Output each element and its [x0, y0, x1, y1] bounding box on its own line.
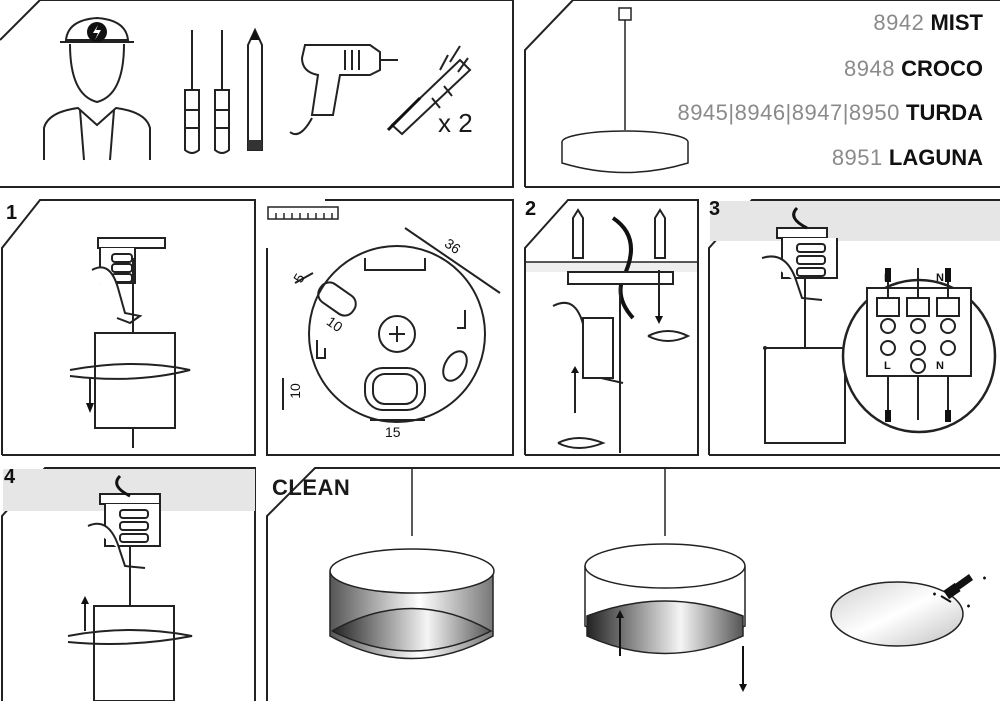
screwdriver-icon	[184, 27, 263, 154]
step-number: 4	[4, 466, 16, 488]
tools-panel: x 2	[0, 0, 515, 190]
drill-icon	[289, 44, 398, 136]
model-row-turda: 8945|8946|8947|8950 TURDA	[677, 100, 983, 125]
quantity-label: x 2	[438, 108, 473, 138]
terminal-label-neutral-top: N	[936, 272, 944, 284]
pendant-lamp-illustration	[561, 7, 689, 174]
step-number: 1	[6, 202, 18, 224]
step-number: 2	[525, 198, 537, 220]
clean-title: CLEAN	[272, 475, 351, 500]
step-1-panel: 1	[0, 198, 257, 458]
dimension-15: 15	[385, 424, 401, 440]
terminal-label-live-top: L	[884, 272, 891, 284]
terminal-label-neutral-bottom: N	[936, 360, 944, 372]
dimension-10-height: 10	[286, 383, 303, 399]
clean-panel	[265, 466, 1000, 701]
bracket-dimension-panel: 36 5 10 10 15	[265, 198, 515, 458]
step-4-panel: 4	[0, 466, 257, 701]
diffuser-disc	[830, 581, 964, 647]
ruler-icon	[267, 206, 339, 220]
step-2-panel: 2	[523, 198, 700, 458]
cleaning-brush-icon	[933, 574, 986, 608]
model-row-laguna: 8951 LAGUNA	[831, 145, 983, 170]
model-row-croco: 8948 CROCO	[844, 56, 983, 81]
wall-plug-icon	[386, 45, 472, 136]
step-number: 3	[709, 198, 721, 220]
lamp-diffuser-removal	[584, 468, 746, 686]
models-panel	[523, 0, 1000, 190]
model-row-mist: 8942 MIST	[873, 10, 983, 35]
electrician-icon	[43, 16, 151, 161]
step-3-panel: 3 L N L N	[707, 198, 1000, 458]
terminal-label-live-bottom: L	[884, 360, 891, 372]
lamp-shade-clean	[329, 468, 495, 660]
